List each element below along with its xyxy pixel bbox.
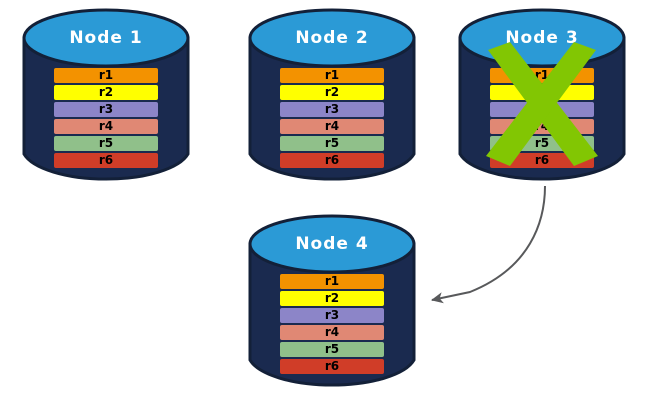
row-r4[interactable]: r4	[490, 119, 594, 134]
row-r5[interactable]: r5	[490, 136, 594, 151]
node-rows-2: r1 r2 r3 r4 r5 r6	[248, 68, 416, 168]
row-label: r5	[534, 136, 550, 150]
row-label: r1	[324, 274, 340, 288]
row-r1[interactable]: r1	[54, 68, 158, 83]
row-label: r2	[324, 85, 340, 99]
row-r2[interactable]: r2	[280, 85, 384, 100]
row-r6[interactable]: r6	[490, 153, 594, 168]
row-label: r6	[324, 359, 340, 373]
row-r6[interactable]: r6	[280, 359, 384, 374]
row-r2[interactable]: r2	[280, 291, 384, 306]
node-cylinder-4[interactable]: Node 4 r1 r2 r3 r4 r5 r6	[248, 212, 416, 392]
row-label: r1	[324, 68, 340, 82]
row-r5[interactable]: r5	[280, 342, 384, 357]
row-r3[interactable]: r3	[280, 308, 384, 323]
row-label: r6	[98, 153, 114, 167]
row-label: r5	[324, 136, 340, 150]
row-r4[interactable]: r4	[280, 119, 384, 134]
row-r4[interactable]: r4	[54, 119, 158, 134]
node-cylinder-2[interactable]: Node 2 r1 r2 r3 r4 r5 r6	[248, 6, 416, 186]
row-label: r4	[324, 325, 340, 339]
row-label: r4	[98, 119, 114, 133]
row-label: r3	[98, 102, 114, 116]
row-label: r2	[98, 85, 114, 99]
row-r6[interactable]: r6	[54, 153, 158, 168]
row-r3[interactable]: r3	[54, 102, 158, 117]
node-cylinder-1[interactable]: Node 1 r1 r2 r3 r4 r5 r6	[22, 6, 190, 186]
row-r1[interactable]: r1	[490, 68, 594, 83]
node-rows-3: r1 r2 r3 r4 r5 r6	[458, 68, 626, 168]
row-r3[interactable]: r3	[490, 102, 594, 117]
row-label: r2	[534, 85, 550, 99]
node-rows-1: r1 r2 r3 r4 r5 r6	[22, 68, 190, 168]
row-r5[interactable]: r5	[54, 136, 158, 151]
row-label: r1	[534, 68, 550, 82]
row-label: r5	[324, 342, 340, 356]
row-label: r4	[534, 119, 550, 133]
row-label: r5	[98, 136, 114, 150]
row-label: r4	[324, 119, 340, 133]
row-r6[interactable]: r6	[280, 153, 384, 168]
arrow-path	[431, 185, 546, 304]
row-label: r3	[324, 102, 340, 116]
row-label: r6	[534, 153, 550, 167]
row-r4[interactable]: r4	[280, 325, 384, 340]
row-label: r1	[98, 68, 114, 82]
row-label: r3	[534, 102, 550, 116]
row-r2[interactable]: r2	[54, 85, 158, 100]
row-r1[interactable]: r1	[280, 68, 384, 83]
row-r3[interactable]: r3	[280, 102, 384, 117]
row-label: r3	[324, 308, 340, 322]
row-label: r6	[324, 153, 340, 167]
node-rows-4: r1 r2 r3 r4 r5 r6	[248, 274, 416, 374]
node-cylinder-3[interactable]: Node 3 r1 r2 r3 r4 r5 r6	[458, 6, 626, 186]
row-r5[interactable]: r5	[280, 136, 384, 151]
row-label: r2	[324, 291, 340, 305]
row-r1[interactable]: r1	[280, 274, 384, 289]
row-r2[interactable]: r2	[490, 85, 594, 100]
